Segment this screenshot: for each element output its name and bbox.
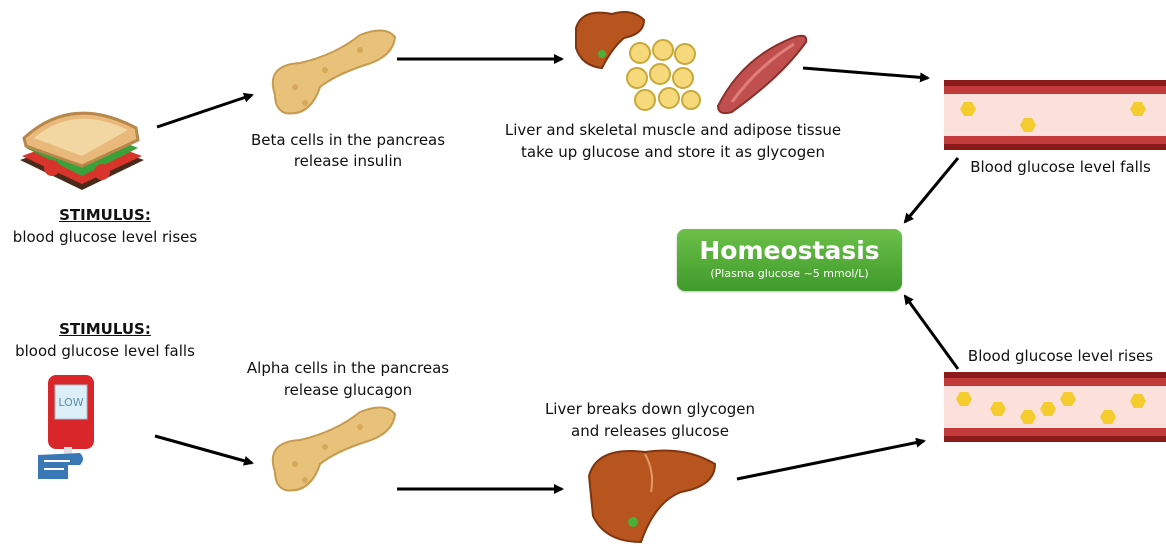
pancreas-icon: [265, 402, 400, 497]
top-stimulus-text: blood glucose level rises: [0, 227, 210, 248]
blood-vessel-icon: [944, 80, 1166, 150]
beta-cells-line2: release insulin: [233, 151, 463, 172]
blood-vessel-icon: [944, 372, 1166, 442]
beta-cells-line1: Beta cells in the pancreas: [233, 130, 463, 151]
arrow-tissues-to-vessel: [803, 68, 928, 78]
tissues-line1: Liver and skeletal muscle and adipose ti…: [488, 120, 858, 141]
alpha-cells-line1: Alpha cells in the pancreas: [233, 358, 463, 379]
homeostasis-box: Homeostasis (Plasma glucose ~5 mmol/L): [677, 229, 902, 291]
arrow-meter-to-pancreas: [155, 436, 252, 463]
homeostasis-title: Homeostasis: [677, 235, 902, 267]
liver-line2: and releases glucose: [520, 421, 780, 442]
sandwich-icon: [12, 98, 152, 198]
muscle-icon: [712, 28, 812, 113]
bottom-stimulus-text: blood glucose level falls: [0, 341, 210, 362]
alpha-cells-line2: release glucagon: [233, 380, 463, 401]
liver-line1: Liver breaks down glycogen: [520, 399, 780, 420]
tissues-line2: take up glucose and store it as glycogen: [488, 142, 858, 163]
arrow-rises-to-homeostasis: [905, 296, 958, 369]
homeostasis-subtitle: (Plasma glucose ~5 mmol/L): [677, 267, 902, 281]
pancreas-icon: [265, 25, 400, 120]
arrow-falls-to-homeostasis: [905, 158, 958, 222]
arrow-liver-to-vessel: [737, 441, 924, 479]
meter-display: LOW: [55, 396, 87, 409]
top-stimulus-heading: STIMULUS:: [0, 205, 210, 226]
fat-cells-icon: [625, 38, 705, 113]
top-result-label: Blood glucose level falls: [958, 157, 1163, 178]
bottom-result-label: Blood glucose level rises: [958, 346, 1163, 367]
bottom-stimulus-heading: STIMULUS:: [0, 319, 210, 340]
glucose-meter-icon: [38, 375, 113, 485]
liver-icon: [585, 446, 720, 546]
arrow-sandwich-to-pancreas: [157, 95, 252, 127]
